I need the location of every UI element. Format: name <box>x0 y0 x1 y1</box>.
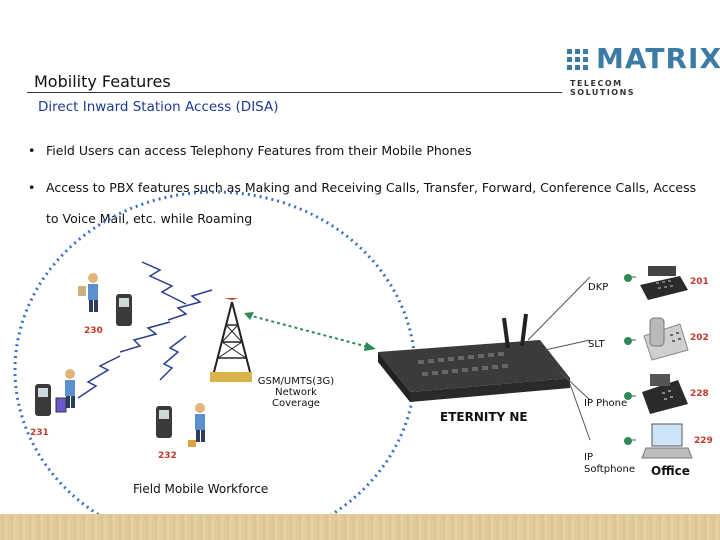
footer-band <box>0 514 720 540</box>
analog-phone-icon <box>643 317 689 361</box>
laptop-icon <box>641 423 693 459</box>
extension-number: 229 <box>694 436 713 446</box>
extension-number: 230 <box>84 326 103 336</box>
connector-dot <box>624 437 632 445</box>
wireless-signal-icon <box>119 321 171 353</box>
bullet-mark: • <box>28 143 36 158</box>
pbx-label: ETERNITY NE <box>440 410 528 424</box>
page-title: Mobility Features <box>34 72 171 91</box>
bullet-text-2-continued: to Voice Mail, etc. while Roaming <box>46 211 253 226</box>
extension-number: 232 <box>158 451 177 461</box>
wireless-signal-icon <box>77 355 121 399</box>
connector-dot <box>624 274 632 282</box>
extension-number: 231 <box>30 428 49 438</box>
extension-number: 202 <box>690 333 709 343</box>
connection-line <box>527 276 591 341</box>
bullet-text-2: Access to PBX features such as Making an… <box>46 180 697 195</box>
tower-label-line: Coverage <box>272 398 320 409</box>
cell-tower-icon <box>210 298 252 382</box>
device-label-ip: IP <box>584 452 593 463</box>
mobile-phone-icon <box>156 406 172 438</box>
extension-number: 201 <box>690 277 709 287</box>
matrix-logo: MATRIX TELECOM SOLUTIONS <box>566 42 720 97</box>
bullet-text-1: Field Users can access Telephony Feature… <box>46 143 472 158</box>
device-label-slt: SLT <box>588 339 605 350</box>
desk-phone-icon <box>640 266 688 300</box>
field-worker-icon <box>188 403 205 447</box>
field-worker-icon <box>78 273 98 312</box>
tower-label: GSM/UMTS(3G) Network Coverage <box>256 376 336 409</box>
workforce-label: Field Mobile Workforce <box>133 482 269 496</box>
tower-label-line: Network <box>275 387 317 398</box>
tower-label-line: GSM/UMTS(3G) <box>257 376 335 387</box>
pbx-device <box>378 313 570 402</box>
title-divider <box>27 92 562 93</box>
network-link <box>247 314 373 349</box>
wireless-signal-icon <box>141 261 187 305</box>
connection-line <box>559 371 591 401</box>
mobile-phone-icon <box>35 384 51 416</box>
connector-dot <box>624 337 632 345</box>
logo-tagline: TELECOM SOLUTIONS <box>570 79 636 97</box>
ip-phone-icon <box>642 374 688 414</box>
extension-number: 228 <box>690 389 709 399</box>
wireless-signal-icon <box>167 289 213 321</box>
logo-grid-icon <box>567 49 588 70</box>
office-label: Office <box>651 464 690 478</box>
mobile-phone-icon <box>116 294 132 326</box>
connector-dot <box>624 392 632 400</box>
field-worker-icon <box>55 369 75 413</box>
device-label-softphone: Softphone <box>584 464 636 475</box>
page-subtitle: Direct Inward Station Access (DISA) <box>38 99 279 115</box>
connection-line <box>544 339 591 351</box>
device-label-ip-phone: IP Phone <box>584 398 628 409</box>
wireless-signal-icon <box>159 335 187 381</box>
connection-line <box>569 383 591 441</box>
device-label-dkp: DKP <box>588 282 609 293</box>
bullet-mark: • <box>28 180 36 195</box>
logo-wordmark: MATRIX <box>596 42 720 75</box>
